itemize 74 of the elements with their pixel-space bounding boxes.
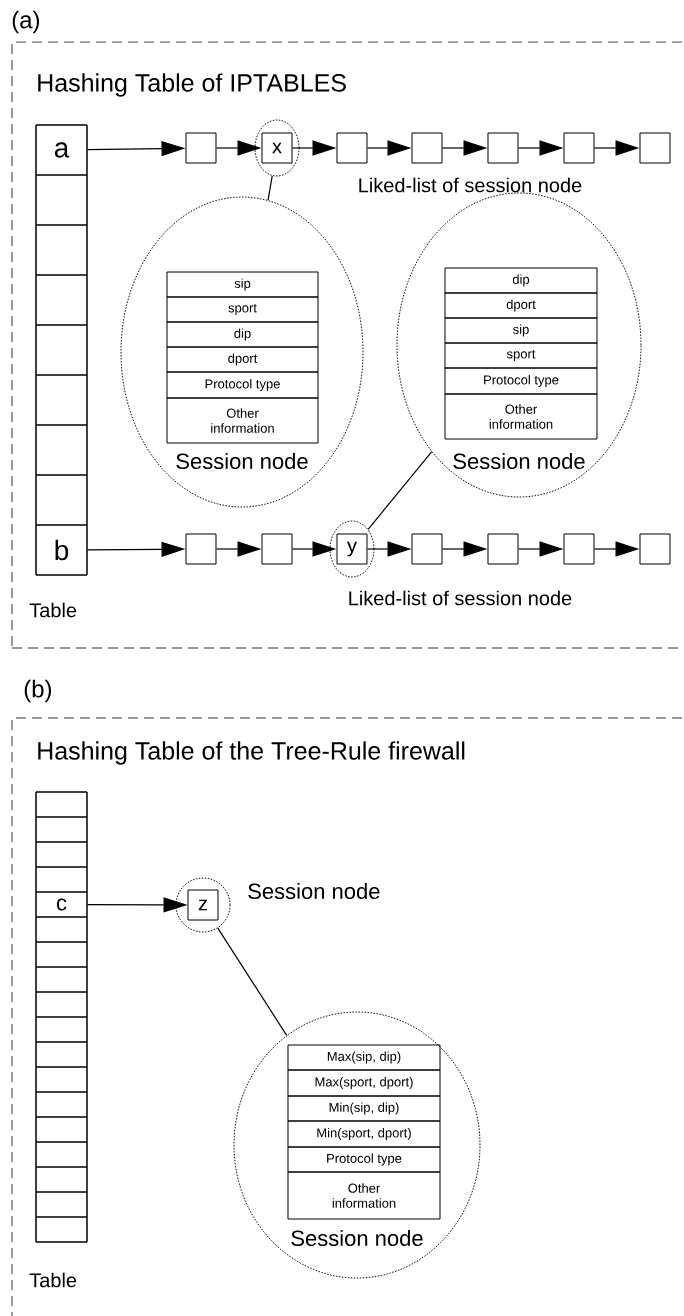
list-node-box bbox=[639, 132, 671, 164]
list-node-box: z bbox=[187, 889, 219, 921]
table-cell bbox=[35, 966, 88, 993]
table-cell bbox=[35, 916, 88, 943]
record-field: Max(sport, dport) bbox=[287, 1069, 441, 1097]
table-cell bbox=[35, 1091, 88, 1118]
table-cell: a bbox=[35, 124, 88, 176]
list-node-box bbox=[336, 132, 368, 164]
list-node-box bbox=[411, 533, 443, 565]
record-field: Min(sip, dip) bbox=[287, 1095, 441, 1122]
record-field: Other information bbox=[444, 393, 598, 440]
node-caption: Table bbox=[29, 1272, 77, 1288]
table-cell bbox=[35, 791, 88, 818]
table-cell bbox=[35, 224, 88, 276]
record-field: Protocol type bbox=[287, 1146, 441, 1173]
table-cell bbox=[35, 1016, 88, 1043]
table-cell bbox=[35, 1066, 88, 1093]
list-node-box: y bbox=[336, 533, 368, 565]
connector-line bbox=[267, 175, 273, 201]
table-cell bbox=[35, 866, 88, 893]
table-cell bbox=[35, 324, 88, 376]
list-node-box bbox=[563, 533, 595, 565]
dotted-ellipse bbox=[254, 119, 300, 177]
table-cell: b bbox=[35, 524, 88, 576]
list-node-box bbox=[185, 533, 217, 565]
list-caption: Liked-list of session node bbox=[349, 590, 572, 606]
list-node-box: x bbox=[261, 132, 293, 164]
panel-letter: (b) bbox=[24, 679, 52, 703]
record-field: dip bbox=[444, 267, 598, 294]
node-caption: Table bbox=[29, 602, 77, 618]
record-field: sip bbox=[166, 271, 319, 298]
connector-line bbox=[367, 451, 433, 530]
record-field: dport bbox=[166, 346, 319, 373]
table-cell bbox=[35, 816, 88, 843]
table-cell bbox=[35, 1141, 88, 1168]
record-field: sport bbox=[444, 342, 598, 369]
table-cell bbox=[35, 274, 88, 326]
dotted-ellipse bbox=[329, 520, 375, 578]
table-cell bbox=[35, 174, 88, 226]
table-cell bbox=[35, 1216, 88, 1243]
list-caption: Liked-list of session node bbox=[359, 177, 582, 193]
record-field: Other information bbox=[166, 397, 319, 444]
table-cell: c bbox=[35, 891, 88, 918]
table-cell bbox=[35, 841, 88, 868]
list-node-box bbox=[639, 533, 671, 565]
record-field: Protocol type bbox=[444, 367, 598, 395]
list-node-box bbox=[487, 132, 519, 164]
record-field: sport bbox=[166, 296, 319, 323]
table-cell bbox=[35, 1191, 88, 1218]
record-field: dip bbox=[166, 321, 319, 348]
record-field: Other information bbox=[287, 1171, 441, 1220]
record-field: Min(sport, dport) bbox=[287, 1120, 441, 1148]
list-node-box bbox=[185, 132, 217, 164]
table-cell bbox=[35, 1166, 88, 1193]
table-cell bbox=[35, 941, 88, 968]
table-cell bbox=[35, 1116, 88, 1143]
node-caption: Session node bbox=[248, 882, 380, 900]
panel-title: Hashing Table of IPTABLES bbox=[38, 73, 346, 97]
record-field: dport bbox=[444, 292, 598, 319]
list-node-box bbox=[411, 132, 443, 164]
table-cell bbox=[35, 424, 88, 476]
table-cell bbox=[35, 1041, 88, 1068]
table-cell bbox=[35, 991, 88, 1018]
table-cell bbox=[35, 374, 88, 426]
connector-line bbox=[217, 927, 288, 1036]
record-field: sip bbox=[444, 317, 598, 344]
list-node-box bbox=[563, 132, 595, 164]
panel-title: Hashing Table of the Tree-Rule firewall bbox=[38, 741, 465, 765]
table-cell bbox=[35, 474, 88, 526]
list-node-box bbox=[487, 533, 519, 565]
record-field: Max(sip, dip) bbox=[287, 1044, 441, 1071]
record-field: Protocol type bbox=[166, 371, 319, 399]
list-node-box bbox=[261, 533, 293, 565]
panel-letter: (a) bbox=[12, 10, 40, 34]
